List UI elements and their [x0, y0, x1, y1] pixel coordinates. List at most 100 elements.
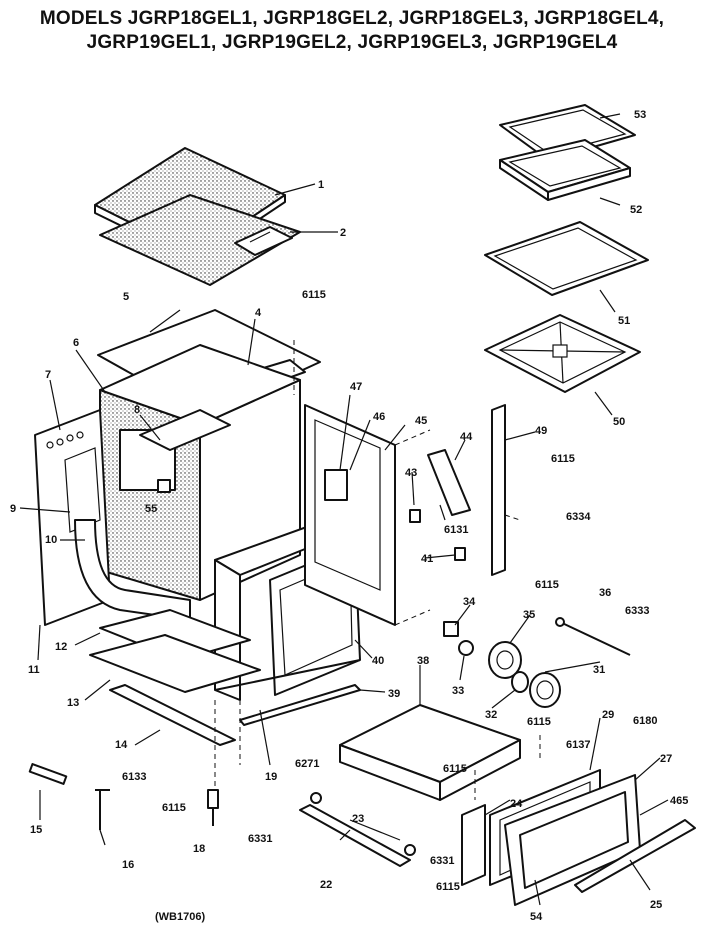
callout-8: 8	[134, 404, 140, 416]
callout-6133: 6133	[122, 771, 146, 783]
callout-6131: 6131	[444, 524, 468, 536]
callout-5: 5	[123, 291, 129, 303]
assembly-lines	[214, 340, 541, 800]
part-18-leveler	[207, 789, 219, 826]
part-50-oven-bottom	[484, 314, 641, 393]
part-31-bezel	[529, 672, 561, 708]
callout-44: 44	[460, 431, 473, 443]
models-title-line-1: MODELS JGRP18GEL1, JGRP18GEL2, JGRP18GEL…	[39, 8, 665, 29]
callout-6331-a: 6331	[248, 833, 272, 845]
models-title-line-2: JGRP19GEL1, JGRP19GEL2, JGRP19GEL3, JGRP…	[86, 32, 618, 53]
callout-4: 4	[255, 307, 262, 319]
part-13-drawer-base	[89, 634, 261, 693]
callout-6137: 6137	[566, 739, 590, 751]
part-24-drawer-side	[461, 804, 486, 886]
callout-6115-a: 6115	[302, 289, 326, 301]
part-22-drawer-rail	[299, 804, 411, 867]
callout-35: 35	[523, 609, 535, 621]
part-14-rail	[109, 684, 236, 746]
callout-6115-c: 6115	[535, 579, 559, 591]
part-46-rear-insulation	[314, 419, 381, 591]
callout-52: 52	[630, 204, 642, 216]
part-51-oven-rack	[484, 221, 649, 296]
callout-2: 2	[340, 227, 346, 239]
part-35-bezel	[488, 641, 522, 679]
callout-6115-d: 6115	[527, 716, 551, 728]
part-39-strip	[239, 684, 361, 726]
callout-31: 31	[593, 664, 605, 676]
part-32-ring	[511, 671, 529, 693]
callout-39: 39	[388, 688, 400, 700]
leader-lines	[19, 113, 669, 906]
callout-6115-e: 6115	[443, 763, 467, 775]
callout-14: 14	[115, 739, 128, 751]
part-25-handle	[574, 819, 696, 893]
callout-33: 33	[452, 685, 464, 697]
callout-16: 16	[122, 859, 134, 871]
callout-51: 51	[618, 315, 630, 327]
callout-24: 24	[510, 798, 523, 810]
callout-11: 11	[28, 664, 40, 676]
part-49-side-strip	[491, 404, 506, 576]
callout-32: 32	[485, 709, 497, 721]
callout-6115-f: 6115	[162, 802, 186, 814]
callout-34: 34	[463, 596, 476, 608]
callout-7: 7	[45, 369, 51, 381]
callout-6334: 6334	[566, 511, 591, 523]
callout-18: 18	[193, 843, 205, 855]
callout-29: 29	[602, 709, 614, 721]
part-44-bracket	[427, 449, 471, 516]
callout-43: 43	[405, 467, 417, 479]
callout-41: 41	[421, 553, 433, 565]
callout-13: 13	[67, 697, 79, 709]
callout-6333: 6333	[625, 605, 649, 617]
callout-53: 53	[634, 109, 646, 121]
diagram-code: (WB1706)	[155, 911, 205, 923]
part-23-rollers	[310, 792, 416, 856]
callout-6331-b: 6331	[430, 855, 454, 867]
part-52-broiler-pan	[499, 139, 631, 201]
part-43-clip	[409, 509, 421, 523]
part-38-drawer	[339, 704, 521, 801]
part-33-knob	[458, 640, 474, 656]
callout-9: 9	[10, 503, 16, 515]
callout-46: 46	[373, 411, 385, 423]
part-15-rod	[28, 763, 68, 785]
callout-36: 36	[599, 587, 611, 599]
callout-6180: 6180	[633, 715, 657, 727]
callout-27: 27	[660, 753, 672, 765]
callout-12: 12	[55, 641, 67, 653]
part-47-vent	[324, 469, 348, 501]
callout-25: 25	[650, 899, 662, 911]
callout-38: 38	[417, 655, 429, 667]
callout-10: 10	[45, 534, 57, 546]
callout-6115-g: 6115	[436, 881, 460, 893]
callout-23: 23	[352, 813, 364, 825]
part-36-rod	[555, 617, 631, 656]
callout-40: 40	[372, 655, 384, 667]
part-16-bracket	[95, 789, 110, 830]
callout-45: 45	[415, 415, 427, 427]
callout-50: 50	[613, 416, 625, 428]
callout-22: 22	[320, 879, 332, 891]
part-41-clip	[454, 547, 466, 561]
part-55-block	[157, 479, 171, 493]
callout-19: 19	[265, 771, 277, 783]
callout-6115-b: 6115	[551, 453, 575, 465]
callout-1: 1	[318, 179, 324, 191]
callout-15: 15	[30, 824, 42, 836]
callout-6: 6	[73, 337, 79, 349]
part-53-broiler-rack	[499, 104, 636, 161]
callout-465: 465	[670, 795, 688, 807]
part-34-valve	[443, 621, 459, 637]
callout-47: 47	[350, 381, 362, 393]
callout-55: 55	[145, 503, 157, 515]
callout-54: 54	[530, 911, 543, 923]
callout-6271: 6271	[295, 758, 319, 770]
callout-labels: 1 2 4 5 6 7 8 9 10 11 12 13 14 15 16 18 …	[10, 109, 688, 923]
part-10-insulation	[74, 519, 191, 621]
part-45-rear-panel	[304, 404, 396, 626]
part-8-burner-box	[139, 409, 231, 451]
